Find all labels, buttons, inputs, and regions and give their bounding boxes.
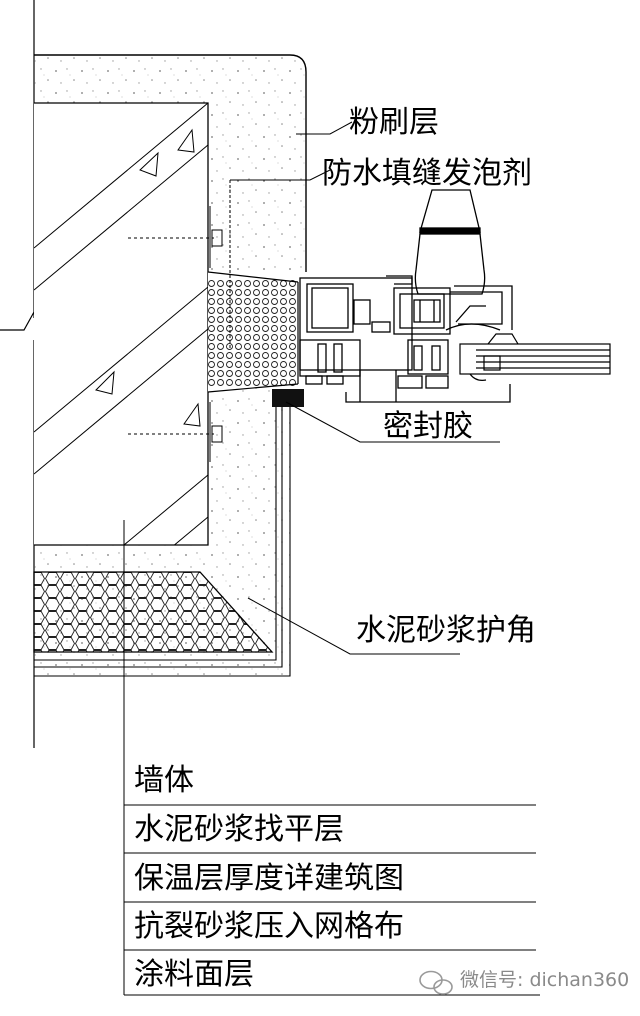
anchor-bolts [128,206,223,462]
foam-nozzle [414,189,486,295]
foam-filler [207,180,299,393]
mortar-outlines [34,402,291,677]
layer-row-crack-mortar: 抗裂砂浆压入网格布 [134,909,404,944]
label-mortar-corner: 水泥砂浆护角 [356,613,536,648]
watermark-text: 微信号: dichan360 [460,969,629,991]
wechat-icon [419,970,453,995]
wall-block [34,102,209,546]
sealant-block [272,389,304,407]
glazing [459,333,611,381]
label-plaster: 粉刷层 [349,105,439,140]
insulation-layer [33,571,274,653]
layer-row-leveling: 水泥砂浆找平层 [134,812,344,847]
layer-row-coating: 涂料面层 [134,957,254,992]
watermark: 微信号: dichan360 [419,969,629,995]
layer-table: 墙体 水泥砂浆找平层 保温层厚度详建筑图 抗裂砂浆压入网格布 涂料面层 [124,763,536,992]
leader-lines [123,121,540,996]
label-sealant: 密封胶 [383,409,473,444]
window-frame-profile [299,275,513,403]
label-foam: 防水填缝发泡剂 [322,156,532,191]
layer-row-wall: 墙体 [134,763,194,798]
plaster-outline [34,54,307,272]
layer-row-insulation: 保温层厚度详建筑图 [134,861,404,896]
